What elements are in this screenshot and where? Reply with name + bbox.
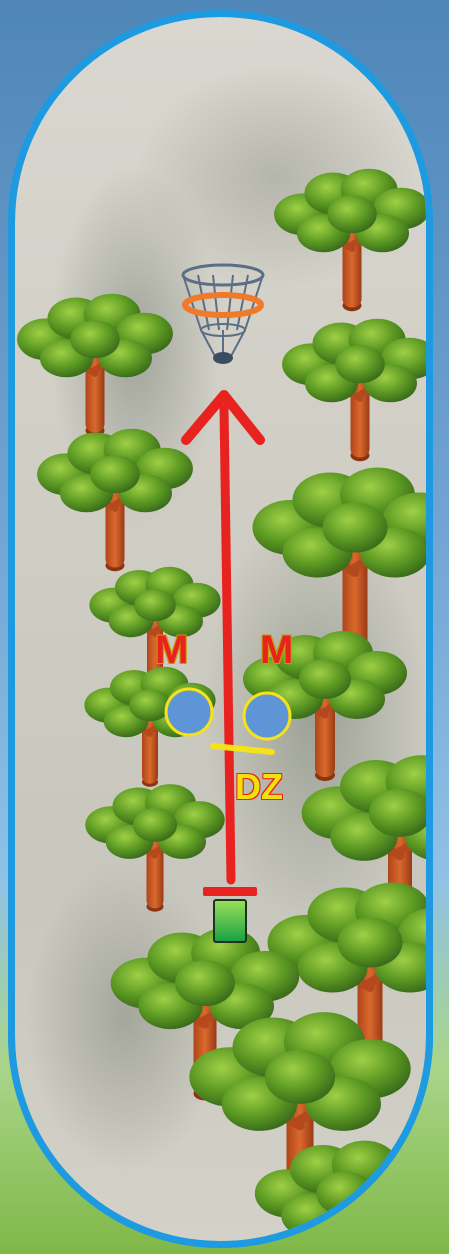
drop-zone-label: DZ: [235, 766, 283, 807]
flight-path-arrow-icon: [181, 390, 265, 885]
basket-icon: [181, 263, 265, 364]
mando-right-label: M: [260, 628, 294, 672]
tree-icon: [255, 1141, 435, 1254]
tee-line: [203, 887, 257, 896]
mando-marker-icon: [164, 687, 214, 737]
drop-zone-line: [210, 743, 275, 755]
tree-icon: [282, 319, 438, 462]
tee-pad-icon: [213, 899, 247, 943]
tree-icon: [253, 468, 449, 656]
tree-icon: [37, 429, 193, 572]
tree-icon: [274, 169, 430, 312]
mando-marker-icon: [242, 691, 292, 741]
tree-icon: [17, 294, 173, 437]
mando-left-label: M: [155, 628, 189, 672]
